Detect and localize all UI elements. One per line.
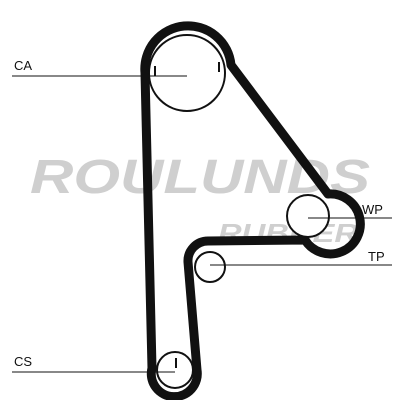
crankshaft-label: CS [14,354,32,369]
crankshaft-pulley [156,351,194,389]
water-pump-pulley [286,194,330,238]
tensioner-pulley [194,251,226,283]
water-pump-label: WP [362,202,383,217]
tensioner-label: TP [368,249,385,264]
camshaft-label: CA [14,58,32,73]
timing-belt [140,21,365,400]
camshaft-pulley [148,34,226,112]
